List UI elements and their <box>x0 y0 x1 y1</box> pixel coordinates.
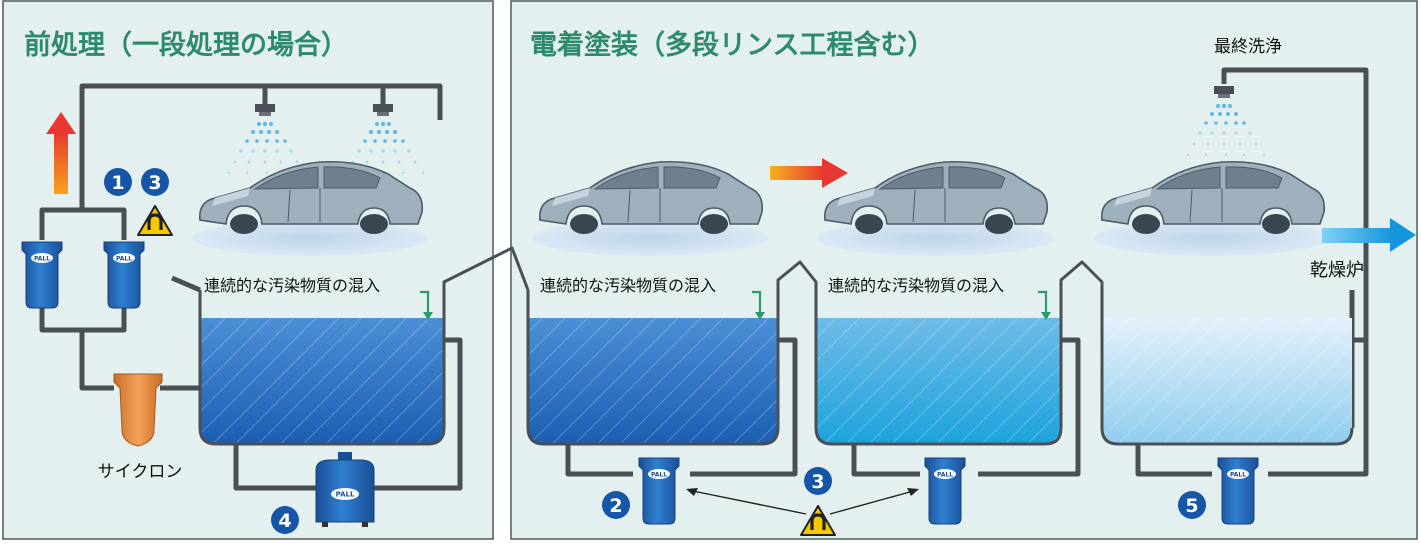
step-badge-2: 2 <box>602 491 630 519</box>
contamination-label: 連続的な汚染物質の混入 <box>204 276 380 295</box>
final-rinse-tank <box>1100 290 1354 446</box>
filter-cartridge <box>1217 457 1259 525</box>
filter-cartridge <box>924 457 966 525</box>
step-badge-1: 1 <box>104 168 132 196</box>
svg-text:1: 1 <box>111 172 124 194</box>
rinse-tank <box>814 290 1063 446</box>
svg-text:4: 4 <box>278 510 291 532</box>
svg-text:PALL: PALL <box>336 491 355 499</box>
conveyor-line <box>442 246 1104 291</box>
pretreatment-tank <box>198 290 446 446</box>
filter-cartridge <box>21 241 63 309</box>
shared-warning-arrows <box>686 488 919 515</box>
svg-text:2: 2 <box>609 495 622 517</box>
ed-coating-title: 電着塗装（多段リンス工程含む） <box>530 29 934 61</box>
step-badge-3: 3 <box>141 168 169 196</box>
pump-unit: PALL <box>315 452 375 527</box>
oven-label: 乾燥炉 <box>1310 260 1364 281</box>
pretreatment-pipes <box>39 83 463 491</box>
filter-cartridge <box>103 241 145 309</box>
svg-text:5: 5 <box>1185 495 1198 517</box>
step-badge-5: 5 <box>1178 491 1206 519</box>
cyclone <box>113 373 163 447</box>
red-right-arrow-icon <box>770 158 848 188</box>
contamination-label: 連続的な汚染物質の混入 <box>828 276 1004 295</box>
final-wash-label: 最終洗浄 <box>1214 37 1282 57</box>
pretreatment-panel: 前処理（一段処理の場合） 1 3 <box>2 0 494 540</box>
contamination-label: 連続的な汚染物質の混入 <box>540 276 716 295</box>
svg-text:3: 3 <box>148 172 161 194</box>
ed-coating-panel: 電着塗装（多段リンス工程含む） <box>442 0 1418 540</box>
cyclone-label: サイクロン <box>98 462 183 482</box>
red-up-arrow-icon <box>46 112 76 194</box>
filter-cartridge <box>638 457 680 525</box>
ed-tank <box>526 290 780 446</box>
step-badge-4: 4 <box>271 506 299 534</box>
pretreatment-title: 前処理（一段処理の場合） <box>24 29 348 61</box>
svg-text:3: 3 <box>811 471 824 493</box>
blue-right-arrow-icon <box>1322 218 1416 252</box>
step-badge-3: 3 <box>804 467 832 495</box>
ed-coating-pipes <box>565 67 1369 477</box>
